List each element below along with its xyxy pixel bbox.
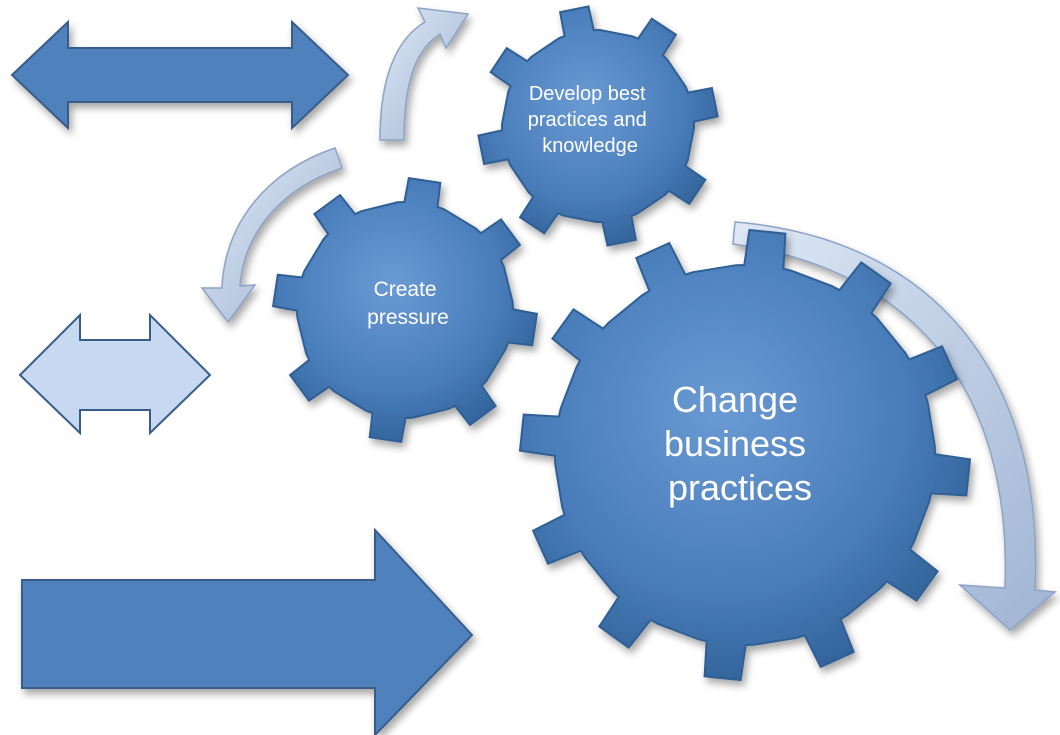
curved-arrow-top [379, 7, 470, 141]
right-arrow [21, 527, 474, 735]
gear-label-develop: Develop best practices and knowledge [528, 83, 653, 157]
gear-pressure-body [271, 176, 539, 444]
double-arrow-small [18, 312, 212, 436]
gear-pressure [271, 176, 539, 444]
gear-label-pressure: Create pressure [367, 278, 449, 329]
curved-arrow-left [200, 147, 343, 324]
gear-develop [477, 5, 719, 247]
gear-change [518, 228, 972, 682]
gear-label-change: Change business practices [664, 379, 816, 508]
gear-develop-body [477, 5, 719, 247]
double-arrow-large [10, 19, 350, 131]
gear-change-body [518, 228, 972, 682]
